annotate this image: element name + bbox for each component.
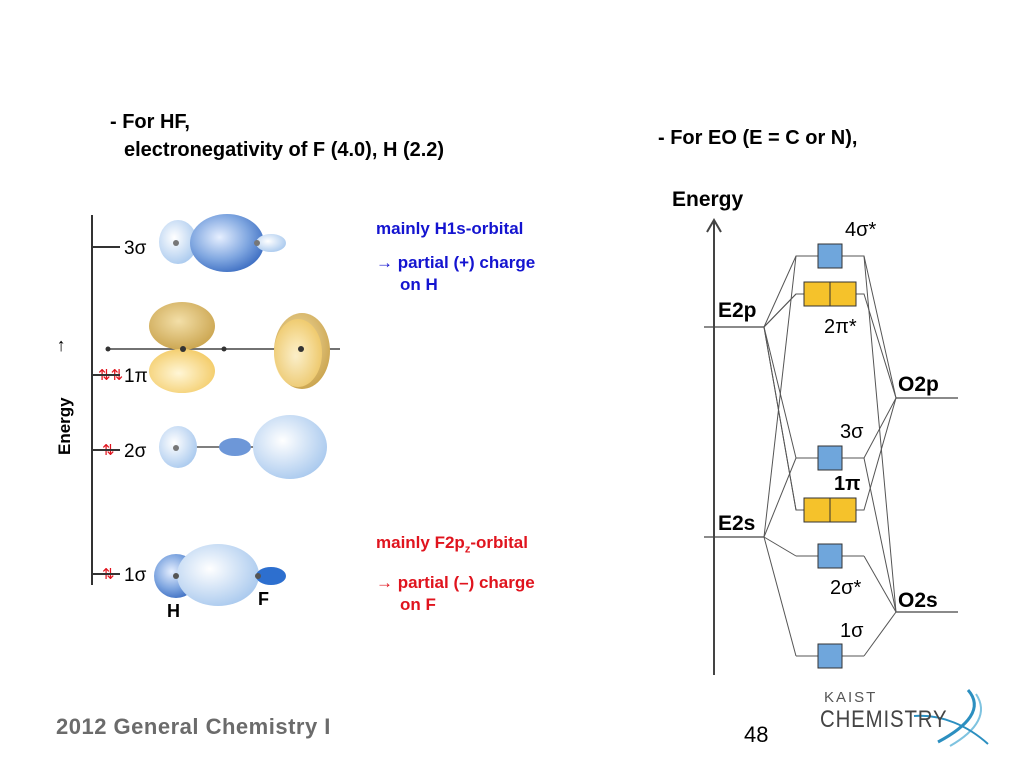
mo-label-1sigma: 1σ [840, 620, 864, 642]
note-f2pz-line2: → partial (–) charge [376, 573, 535, 593]
kaist-chemistry-logo: KAIST CHEMISTRY [818, 686, 990, 748]
mo-label-2sigma-star: 2σ* [830, 577, 861, 599]
note-f2pz-line3: on F [400, 595, 436, 615]
atom-label-f: F [258, 589, 269, 609]
orbital-1sigma [154, 544, 286, 606]
logo-chemistry-text: CHEMISTRY [820, 706, 948, 733]
orbital-3sigma [159, 214, 286, 272]
eo-mo-diagram: Energy E2p E2s O2p O2s 4σ* 2 [672, 188, 958, 675]
eo-axis-arrow-icon [706, 218, 722, 233]
mo-1sigma-box [817, 643, 843, 669]
mo-2pi-star-box-left [803, 281, 831, 307]
e2s-label: E2s [718, 512, 755, 535]
hf-level-1pi: 1π [124, 366, 148, 387]
mo-label-4sigma-star: 4σ* [845, 219, 876, 241]
course-title: 2012 General Chemistry I [56, 714, 331, 739]
mo-1pi-box-right [829, 497, 857, 523]
mo-2pi-star-box-right [829, 281, 857, 307]
hf-heading-line2: electronegativity of F (4.0), H (2.2) [124, 139, 445, 161]
mo-2sigma-star-box [817, 543, 843, 569]
logo-kaist-text: KAIST [824, 689, 878, 706]
note-f2pz: mainly F2pz-orbital → partial (–) charge… [376, 532, 535, 616]
note-h1s-line1: mainly H1s-orbital [376, 219, 524, 238]
mo-boxes [803, 243, 857, 669]
hf-heading-line1: - For HF, [110, 111, 190, 133]
eo-heading: - For EO (E = C or N), [658, 127, 858, 149]
page-number: 48 [744, 722, 769, 747]
hf-level-2sigma: 2σ [124, 441, 147, 462]
mo-3sigma-box [817, 445, 843, 471]
hf-energy-label: Energy [55, 397, 74, 455]
e2p-label: E2p [718, 299, 757, 322]
note-f2pz-line1: mainly F2pz-orbital [376, 533, 528, 556]
hf-energy-arrow-icon: → [48, 337, 68, 355]
o2s-label: O2s [898, 589, 938, 612]
orbital-1pi-top [221, 313, 330, 389]
hf-level-3sigma: 3σ [124, 238, 147, 259]
hf-mo-diagram: Energy → 3σ ⇅⇅ 1π ⇅ 2σ ⇅ 1σ [48, 214, 340, 621]
hf-level-1sigma: 1σ [124, 565, 147, 586]
logo-swoosh-icon [913, 689, 989, 747]
correlation-lines [763, 255, 897, 657]
mo-1pi-box-left [803, 497, 831, 523]
mo-label-3sigma: 3σ [840, 421, 864, 443]
orbital-1pi-side [105, 302, 215, 393]
note-h1s-line3: on H [400, 275, 438, 294]
mo-4sigma-star-box [817, 243, 843, 269]
atom-label-h: H [167, 601, 180, 621]
eo-energy-label: Energy [672, 188, 744, 211]
orbital-2sigma [159, 415, 327, 479]
note-h1s-line2: → partial (+) charge [376, 253, 536, 272]
hf-heading: - For HF, electronegativity of F (4.0), … [110, 108, 444, 164]
mo-label-1pi: 1π [834, 473, 860, 495]
o2p-label: O2p [898, 373, 939, 396]
mo-label-2pi-star: 2π* [824, 316, 857, 338]
note-h1s: mainly H1s-orbital → partial (+) charge … [376, 218, 535, 296]
